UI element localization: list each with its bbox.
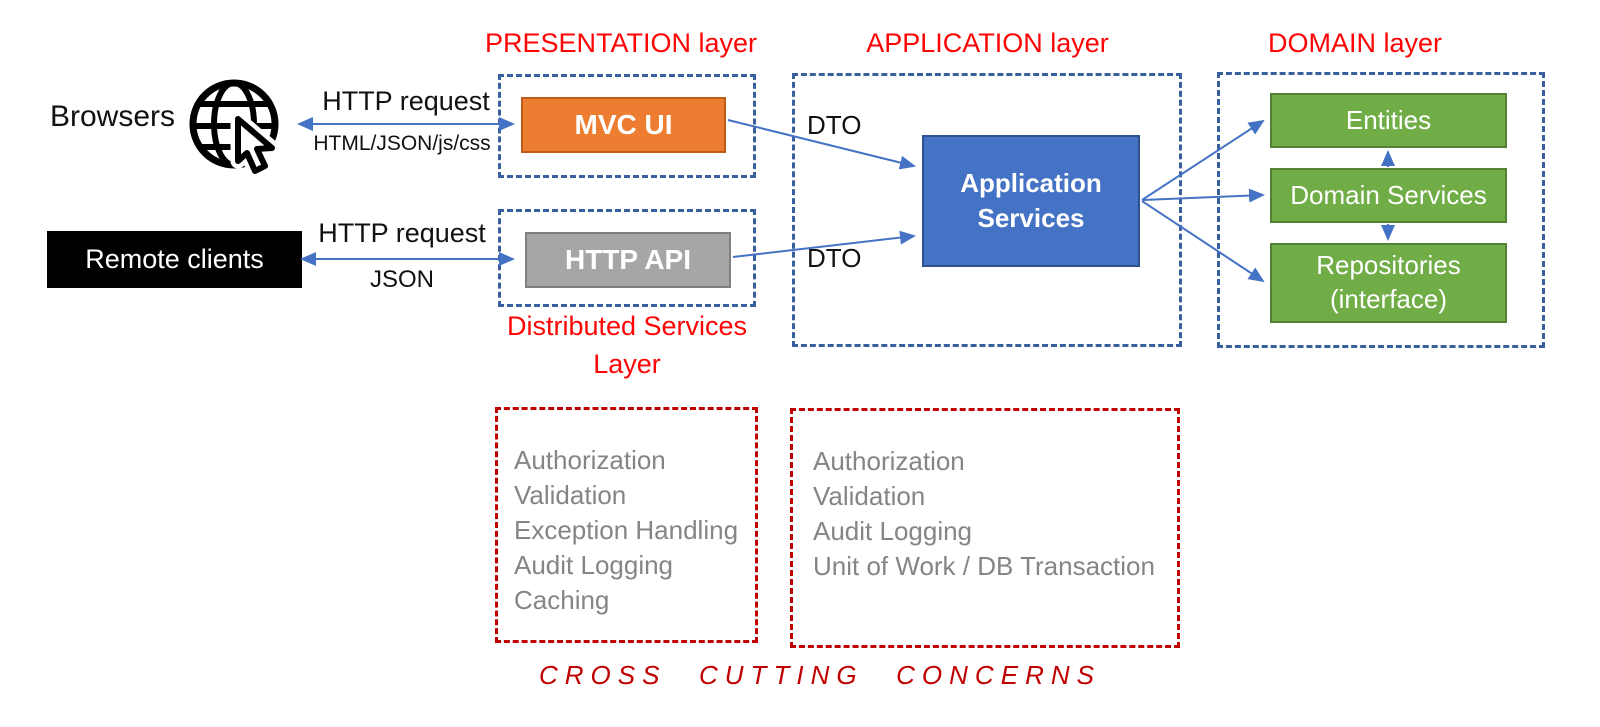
presentation-layer-title: PRESENTATION layer <box>485 28 758 58</box>
entities-label: Entities <box>1345 104 1432 135</box>
cross-cutting-concerns-title: CROSS CUTTING CONCERNS <box>538 660 1102 690</box>
concern-item: Authorization <box>813 446 965 476</box>
concern-item: Exception Handling <box>514 515 739 545</box>
concern-item: Validation <box>514 480 627 510</box>
distributed-concerns-box: Authorization Validation Exception Handl… <box>495 407 758 643</box>
concern-item: Authorization <box>514 445 666 475</box>
browsers-http-request-label: HTTP request <box>322 86 490 116</box>
mvc-ui-box: MVC UI <box>521 97 726 153</box>
application-concerns-box: Authorization Validation Audit Logging U… <box>790 408 1180 648</box>
cursor-icon <box>230 111 280 179</box>
application-services-box: Application Services <box>922 135 1140 267</box>
domain-services-box: Domain Services <box>1270 168 1507 223</box>
distributed-services-caption-line1: Distributed Services <box>506 311 748 341</box>
browsers-response-label: HTML/JSON/js/css <box>313 132 491 155</box>
distributed-services-caption-line2: Layer <box>593 349 661 379</box>
concern-item: Audit Logging <box>813 516 973 546</box>
concern-item: Unit of Work / DB Transaction <box>813 551 1155 581</box>
domain-services-label: Domain Services <box>1290 179 1487 210</box>
concern-item: Validation <box>813 481 926 511</box>
concern-item: Audit Logging <box>514 550 674 580</box>
dto-label-top: DTO <box>807 110 862 140</box>
mvc-ui-label: MVC UI <box>574 109 673 140</box>
application-layer-title: APPLICATION layer <box>866 28 1109 58</box>
globe-with-cursor-icon <box>189 79 280 179</box>
entities-box: Entities <box>1270 93 1507 148</box>
remote-clients-box: Remote clients <box>47 231 302 288</box>
repositories-box: Repositories (interface) <box>1270 243 1507 323</box>
dto-label-bottom: DTO <box>807 243 862 273</box>
http-api-label: HTTP API <box>564 244 691 275</box>
application-concerns-list: Authorization Validation Audit Logging U… <box>793 411 1177 584</box>
remote-json-label: JSON <box>369 266 434 293</box>
distributed-concerns-list: Authorization Validation Exception Handl… <box>498 410 755 618</box>
remote-http-request-label: HTTP request <box>318 218 486 248</box>
repositories-label-line2: (interface) <box>1329 284 1448 314</box>
concern-item: Caching <box>514 585 610 615</box>
application-services-label: Application Services <box>960 167 1102 233</box>
remote-clients-label: Remote clients <box>85 244 264 274</box>
http-api-box: HTTP API <box>525 232 731 288</box>
repositories-label-line1: Repositories <box>1316 250 1461 281</box>
domain-layer-title: DOMAIN layer <box>1267 28 1443 58</box>
browsers-label: Browsers <box>50 100 176 133</box>
